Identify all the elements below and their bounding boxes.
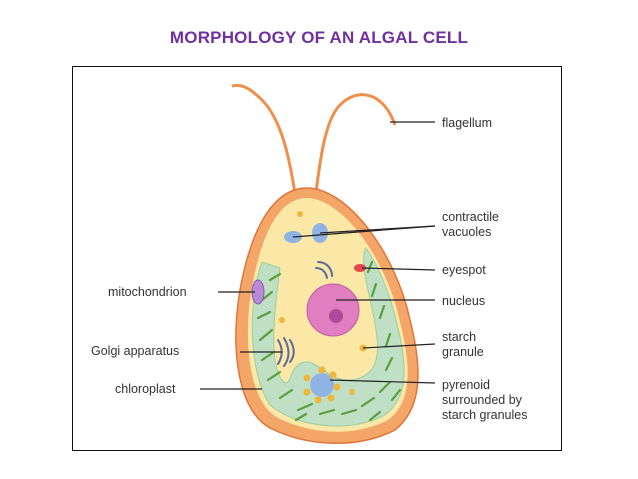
flagellum-left [231,83,298,201]
label-nucleus: nucleus [442,294,486,308]
leader-lines [200,121,436,390]
label-starch-granule-1: starch [442,330,477,344]
label-chloroplast: chloroplast [115,382,176,396]
eyespot [354,264,366,272]
label-pyrenoid-1: pyrenoid [442,378,490,392]
label-pyrenoid-2: surrounded by [442,393,522,407]
label-mitochondrion: mitochondrion [108,285,187,299]
pyrenoid [310,373,334,397]
label-contractile-vacuoles-2: vacuoles [442,225,492,239]
flagellum-right [313,93,397,201]
label-starch-granule-2: granule [442,345,484,359]
nucleolus [329,309,343,323]
pyrenoid-starch-granules [303,366,341,404]
golgi-apparatus [277,261,333,367]
label-contractile-vacuoles-1: contractile [442,210,499,224]
starch-granules [279,211,367,395]
label-flagellum: flagellum [442,116,493,130]
label-pyrenoid-3: starch granules [442,408,528,422]
label-golgi-apparatus: Golgi apparatus [91,344,180,358]
label-eyespot: eyespot [442,263,486,277]
diagram-title: MORPHOLOGY OF AN ALGAL CELL [169,28,469,47]
thylakoids [256,260,402,422]
